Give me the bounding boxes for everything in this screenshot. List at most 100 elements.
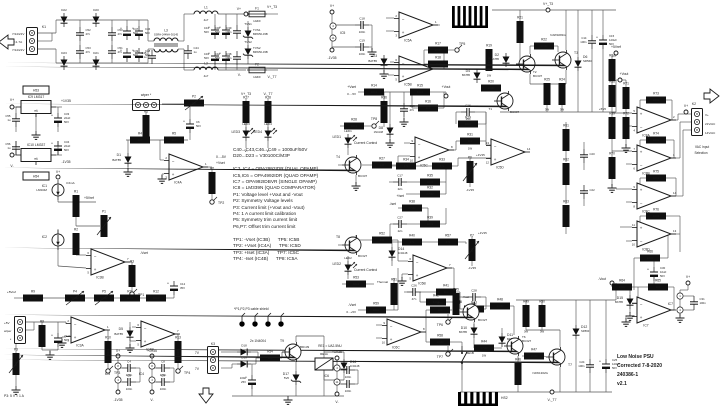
connector-85 bbox=[132, 99, 160, 111]
svg-text:P4: P4 bbox=[73, 290, 77, 294]
ground-symbol-398 bbox=[283, 396, 293, 405]
node-267 bbox=[683, 109, 689, 115]
svg-text:C49: C49 bbox=[133, 49, 139, 53]
svg-text:*P1,P2,P3 cable shield: *P1,P2,P3 cable shield bbox=[234, 307, 269, 311]
label-v--t7: V-_T7 bbox=[263, 92, 272, 96]
ic-pin-4: 4 bbox=[114, 376, 122, 384]
svg-text:10k0: 10k0 bbox=[153, 296, 160, 300]
svg-text:T6: T6 bbox=[522, 335, 526, 339]
svg-text:SR560: SR560 bbox=[581, 329, 590, 333]
testpoint-181 bbox=[371, 120, 380, 129]
svg-text:R45: R45 bbox=[453, 288, 459, 292]
svg-text:C33: C33 bbox=[64, 112, 70, 116]
svg-text:+5Vref: +5Vref bbox=[611, 45, 621, 49]
svg-text:−: − bbox=[416, 259, 419, 264]
svg-text:1N4148: 1N4148 bbox=[398, 251, 408, 255]
ground-symbol-186 bbox=[385, 139, 395, 148]
resistor-r6: R6 bbox=[142, 110, 150, 137]
svg-text:R18: R18 bbox=[435, 56, 441, 60]
svg-text:+: + bbox=[183, 120, 185, 124]
svg-text:11: 11 bbox=[632, 223, 635, 227]
svg-text:10: 10 bbox=[410, 159, 414, 163]
svg-text:−: − bbox=[402, 60, 405, 65]
label-t4: T4 bbox=[336, 155, 340, 159]
svg-text:3: 3 bbox=[67, 339, 69, 343]
svg-text:−: − bbox=[640, 239, 643, 244]
label-tvs1: TVS1 bbox=[253, 28, 261, 32]
svg-text:1A6/F: 1A6/F bbox=[253, 75, 261, 79]
svg-text:50V: 50V bbox=[133, 31, 138, 35]
label-tp8: TP8 bbox=[371, 117, 377, 121]
label-tp6: TP6 bbox=[437, 323, 443, 327]
svg-text:R63: R63 bbox=[563, 200, 569, 204]
resistor-r45: R45 bbox=[452, 288, 460, 315]
notes-line: P2: Symmetry Voltage levels bbox=[233, 198, 293, 204]
svg-text:2x 1N4004: 2x 1N4004 bbox=[250, 339, 266, 343]
led-led4: LED4 bbox=[264, 122, 278, 141]
svg-text:D16: D16 bbox=[350, 360, 356, 364]
svg-text:47n: 47n bbox=[118, 50, 123, 54]
svg-text:C27: C27 bbox=[397, 216, 403, 220]
node-71 bbox=[55, 174, 61, 180]
svg-text:*: * bbox=[10, 338, 12, 342]
svg-text:+: + bbox=[596, 36, 598, 40]
svg-text:7V: 7V bbox=[195, 367, 200, 371]
title_block-line: 240386-1 bbox=[617, 372, 639, 378]
svg-text:wiper: wiper bbox=[4, 329, 11, 333]
svg-text:1: 1 bbox=[673, 153, 675, 157]
resistor-r77: R77 bbox=[242, 96, 250, 123]
svg-text:-1V35: -1V35 bbox=[61, 160, 70, 164]
svg-text:−: − bbox=[172, 158, 175, 163]
label-k3: K3 bbox=[211, 342, 215, 346]
resistor-r18: 1k0R18 bbox=[428, 56, 448, 68]
label--vset: -Vset bbox=[348, 303, 356, 307]
svg-text:D18: D18 bbox=[241, 344, 247, 348]
svg-text:D22: D22 bbox=[61, 8, 67, 12]
testpoint-167 bbox=[454, 44, 463, 53]
svg-text:1k2: 1k2 bbox=[468, 139, 473, 143]
resistor-r1: R1 bbox=[72, 190, 80, 217]
svg-text:47n: 47n bbox=[86, 32, 91, 36]
svg-text:C56: C56 bbox=[5, 142, 11, 146]
svg-text:+: + bbox=[132, 27, 134, 31]
label-re1a: RE1A bbox=[320, 352, 328, 356]
svg-text:1W: 1W bbox=[487, 74, 492, 78]
svg-text:100n: 100n bbox=[126, 387, 133, 391]
svg-text:C55: C55 bbox=[5, 114, 11, 118]
svg-text:10uF: 10uF bbox=[660, 270, 667, 274]
svg-text:47n: 47n bbox=[118, 32, 123, 36]
ic-pin-11: 11 bbox=[333, 378, 341, 386]
ground-symbol-165 bbox=[379, 70, 389, 79]
svg-text:50V: 50V bbox=[133, 53, 138, 57]
label--1v35: -1V35 bbox=[466, 188, 474, 192]
svg-text:C28: C28 bbox=[471, 289, 477, 293]
diode-394 bbox=[340, 359, 348, 373]
label-+vset: +Vset bbox=[347, 85, 356, 89]
label-7v: 7V bbox=[195, 351, 200, 355]
svg-text:1N4148: 1N4148 bbox=[374, 130, 384, 134]
svg-text:R31: R31 bbox=[467, 133, 473, 137]
svg-text:V+: V+ bbox=[56, 170, 60, 174]
svg-text:>1.7A: >1.7A bbox=[14, 40, 23, 44]
svg-text:R6: R6 bbox=[144, 110, 148, 114]
svg-text:4k7: 4k7 bbox=[138, 138, 143, 142]
label-tp7: TP7 bbox=[437, 355, 443, 359]
notes-line: IC8 = LM339N (QUAD COMPARATOR) bbox=[233, 185, 316, 191]
svg-text:+: + bbox=[51, 334, 53, 338]
svg-text:50V: 50V bbox=[145, 53, 150, 57]
svg-text:T9: T9 bbox=[280, 339, 284, 343]
trimmer-p3: 10kP3 bbox=[8, 348, 24, 375]
transistor-t6 bbox=[2, 336, 524, 356]
svg-text:4: 4 bbox=[117, 378, 119, 382]
